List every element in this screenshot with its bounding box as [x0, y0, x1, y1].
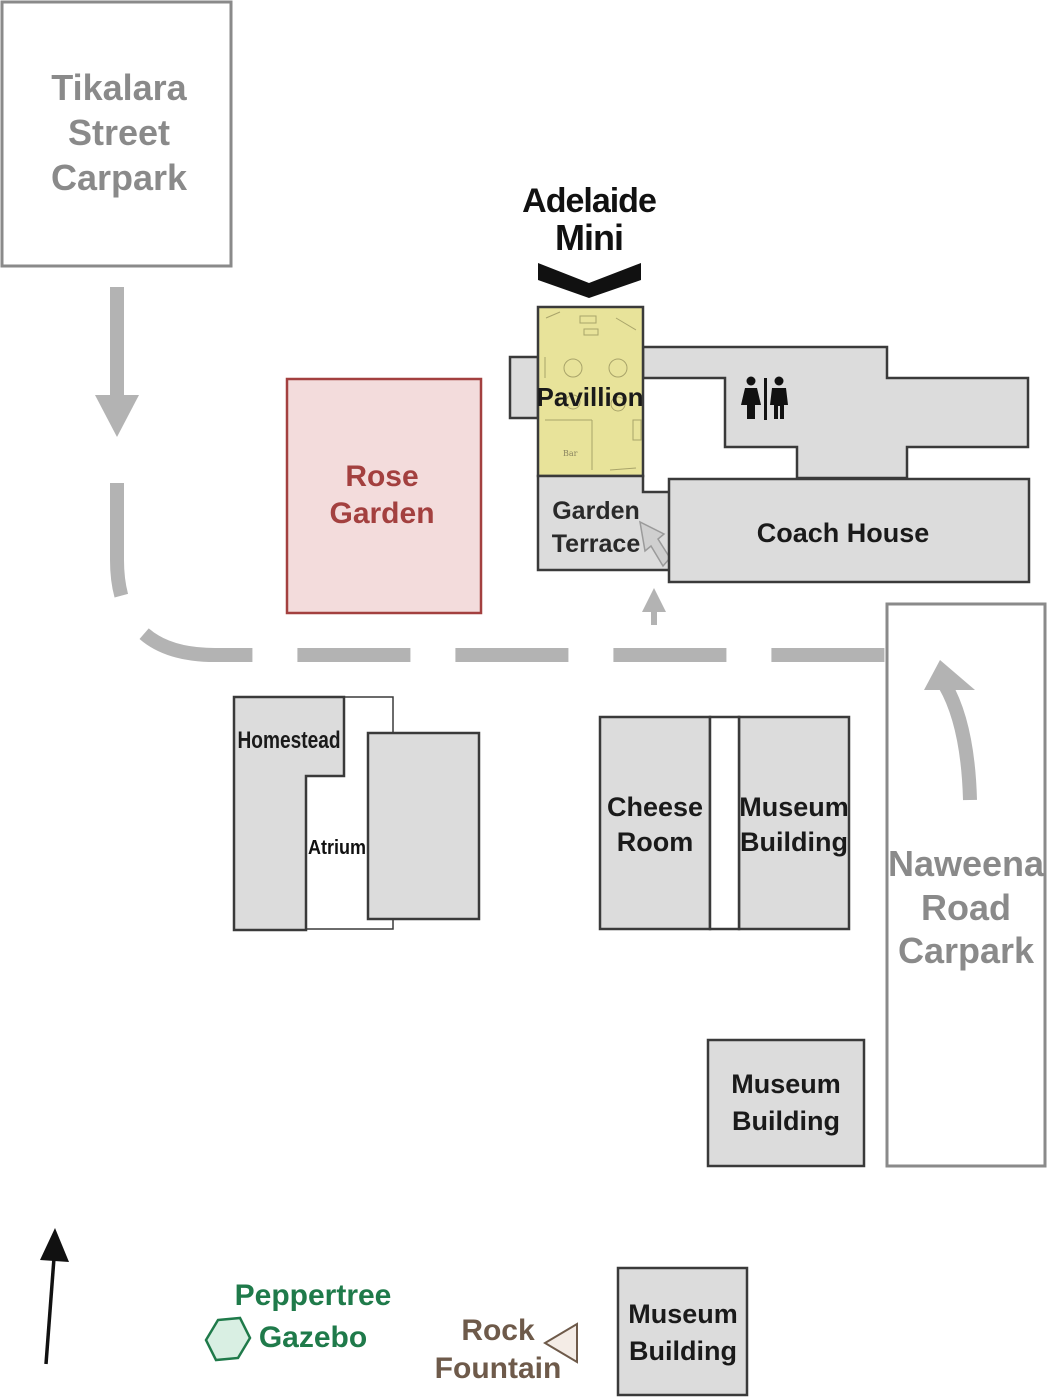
homestead-east-wing: [366, 731, 481, 921]
walking-route: [95, 287, 977, 801]
naweena-label-3: Carpark: [898, 930, 1035, 971]
route-arrow-to-terrace-head: [642, 588, 666, 612]
homestead-label: Homestead: [238, 727, 341, 754]
tikalara-street-carpark[interactable]: Tikalara Street Carpark: [0, 0, 233, 268]
restroom-icon: [741, 376, 788, 420]
museum-building-1-label-2: Building: [740, 827, 848, 857]
atrium[interactable]: Atrium: [308, 837, 366, 859]
cheese-room-label-1: Cheese: [607, 792, 703, 822]
pavillion-floor-plan: [544, 311, 642, 471]
museum-building-2-label-2: Building: [732, 1106, 840, 1136]
museum-building-1-label-1: Museum: [739, 792, 849, 822]
rock-fountain[interactable]: Rock Fountain: [435, 1314, 578, 1385]
chevron-down-icon: [538, 263, 641, 298]
route-arrow-up-right-head: [924, 660, 975, 690]
pavillion-label: Pavillion: [537, 382, 644, 412]
cheese-room[interactable]: Cheese Room: [598, 715, 712, 931]
garden-terrace[interactable]: Garden Terrace: [536, 474, 672, 572]
upper-wing: [641, 345, 1030, 480]
naweena-road-carpark[interactable]: Naweena Road Carpark: [885, 602, 1047, 1168]
museum-building-1[interactable]: Museum Building: [737, 715, 851, 931]
passage-between-buildings: [708, 715, 741, 931]
logo-line-2: Mini: [555, 217, 623, 258]
tikalara-label-1: Tikalara: [51, 67, 187, 108]
rock-fountain-label-1: Rock: [461, 1314, 535, 1347]
museum-building-3[interactable]: Museum Building: [616, 1266, 749, 1397]
coach-house[interactable]: Coach House: [667, 477, 1031, 584]
route-arrow-down-head: [95, 395, 139, 437]
garden-terrace-label-2: Terrace: [552, 530, 641, 558]
hexagon-icon: [204, 1316, 252, 1362]
route-arrow-up-right: [938, 681, 977, 801]
rock-fountain-label-2: Fountain: [435, 1352, 562, 1385]
museum-building-2-label-1: Museum: [731, 1069, 841, 1099]
peppertree-gazebo[interactable]: Peppertree Gazebo: [204, 1279, 392, 1362]
coach-house-label: Coach House: [757, 518, 930, 548]
adelaide-mini-logo: Adelaide Mini: [522, 182, 657, 298]
route-dashed-path: [110, 483, 910, 662]
peppertree-gazebo-label-2: Gazebo: [259, 1321, 367, 1354]
homestead[interactable]: Homestead: [232, 695, 346, 932]
tikalara-label-3: Carpark: [51, 157, 188, 198]
rose-garden-label-2: Garden: [329, 497, 434, 530]
naweena-label-1: Naweena: [888, 843, 1045, 884]
atrium-label: Atrium: [308, 837, 366, 859]
pavillion-bar-label: Bar: [563, 449, 578, 458]
tikalara-label-2: Street: [68, 112, 170, 153]
pavillion[interactable]: Bar Pavillion: [537, 305, 645, 478]
logo-line-1: Adelaide: [522, 182, 656, 220]
peppertree-gazebo-label-1: Peppertree: [235, 1279, 392, 1312]
cheese-room-label-2: Room: [617, 827, 694, 857]
main-complex: [508, 345, 1030, 480]
north-arrow-icon: [40, 1228, 69, 1365]
pavillion-annex: [508, 355, 540, 420]
museum-building-3-label-2: Building: [629, 1336, 737, 1366]
rose-garden-label-1: Rose: [345, 460, 418, 493]
museum-building-3-label-1: Museum: [628, 1299, 738, 1329]
naweena-label-2: Road: [921, 887, 1011, 928]
triangle-icon: [543, 1322, 578, 1364]
rose-garden[interactable]: Rose Garden: [285, 377, 483, 615]
garden-terrace-label-1: Garden: [552, 497, 640, 525]
museum-building-2[interactable]: Museum Building: [706, 1038, 866, 1168]
